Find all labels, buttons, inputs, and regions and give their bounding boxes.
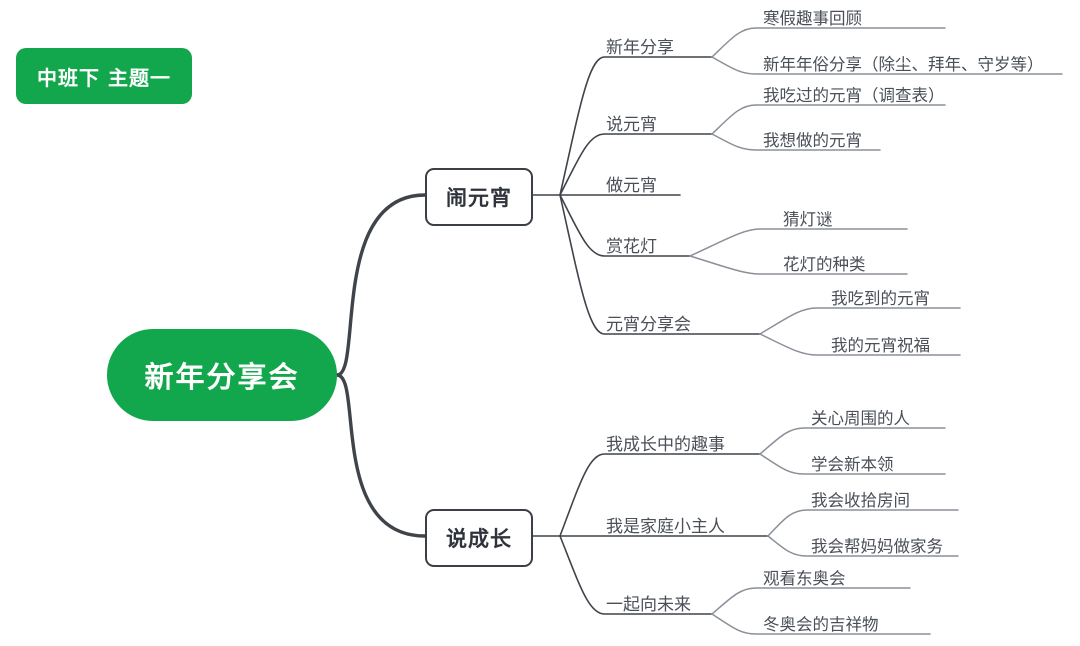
leaf-node-label: 学会新本领 bbox=[811, 455, 894, 474]
leaf-node[interactable]: 我吃过的元宵（调查表） bbox=[763, 82, 945, 106]
leaf-node-label: 新年年俗分享（除尘、拜年、守岁等） bbox=[763, 55, 1044, 74]
root-node[interactable]: 新年分享会 bbox=[107, 329, 337, 421]
connector-line bbox=[759, 307, 961, 335]
topic-node-label: 我成长中的趣事 bbox=[606, 435, 725, 455]
connector-line bbox=[335, 193, 427, 377]
topic-node-label: 说元宵 bbox=[606, 115, 657, 135]
subject-badge: 中班下 主题一 bbox=[16, 48, 192, 104]
leaf-node[interactable]: 冬奥会的吉祥物 bbox=[763, 611, 879, 635]
topic-node-label: 元宵分享会 bbox=[606, 315, 691, 335]
leaf-node[interactable]: 我会收拾房间 bbox=[811, 487, 910, 511]
leaf-node-label: 我会帮妈妈做家务 bbox=[811, 537, 943, 556]
leaf-node[interactable]: 学会新本领 bbox=[811, 451, 894, 475]
topic-node-label: 一起向未来 bbox=[606, 595, 691, 615]
topic-node[interactable]: 说元宵 bbox=[606, 110, 657, 135]
leaf-node[interactable]: 我想做的元宵 bbox=[763, 127, 862, 151]
leaf-node-label: 我吃过的元宵（调查表） bbox=[763, 86, 945, 105]
topic-node[interactable]: 新年分享 bbox=[606, 33, 674, 58]
leaf-node[interactable]: 新年年俗分享（除尘、拜年、守岁等） bbox=[763, 51, 1044, 75]
topic-node[interactable]: 我成长中的趣事 bbox=[606, 430, 725, 455]
leaf-node-label: 我想做的元宵 bbox=[763, 131, 862, 150]
topic-node-label: 新年分享 bbox=[606, 38, 674, 58]
topic-node-label: 做元宵 bbox=[606, 176, 657, 196]
leaf-node[interactable]: 猜灯谜 bbox=[783, 206, 833, 230]
leaf-node[interactable]: 花灯的种类 bbox=[783, 251, 866, 275]
leaf-node-label: 我会收拾房间 bbox=[811, 491, 910, 510]
leaf-node[interactable]: 关心周围的人 bbox=[811, 405, 910, 429]
branch-node-label: 闹元宵 bbox=[446, 186, 512, 210]
topic-node-label: 我是家庭小主人 bbox=[606, 517, 725, 537]
leaf-node[interactable]: 我的元宵祝福 bbox=[831, 332, 930, 356]
topic-node[interactable]: 我是家庭小主人 bbox=[606, 512, 725, 537]
leaf-node-label: 冬奥会的吉祥物 bbox=[763, 615, 879, 634]
leaf-node-label: 关心周围的人 bbox=[811, 409, 910, 428]
root-node-label: 新年分享会 bbox=[144, 360, 300, 394]
leaf-node-label: 观看东奥会 bbox=[763, 569, 846, 588]
connector-line bbox=[335, 373, 427, 538]
topic-node[interactable]: 元宵分享会 bbox=[606, 310, 691, 335]
branch-node[interactable]: 闹元宵 bbox=[425, 168, 533, 226]
leaf-node-label: 寒假趣事回顾 bbox=[763, 9, 862, 28]
leaf-node[interactable]: 寒假趣事回顾 bbox=[763, 5, 862, 29]
subject-badge-label: 中班下 主题一 bbox=[37, 65, 171, 90]
topic-node[interactable]: 做元宵 bbox=[606, 171, 657, 196]
leaf-node[interactable]: 观看东奥会 bbox=[763, 565, 846, 589]
leaf-node-label: 我吃到的元宵 bbox=[831, 289, 930, 308]
leaf-node[interactable]: 我会帮妈妈做家务 bbox=[811, 533, 943, 557]
leaf-node-label: 猜灯谜 bbox=[783, 210, 833, 229]
leaf-node[interactable]: 我吃到的元宵 bbox=[831, 285, 930, 309]
topic-node[interactable]: 赏花灯 bbox=[606, 232, 657, 257]
leaf-node-label: 花灯的种类 bbox=[783, 255, 866, 274]
leaf-node-label: 我的元宵祝福 bbox=[831, 336, 930, 355]
topic-node[interactable]: 一起向未来 bbox=[606, 590, 691, 615]
branch-node[interactable]: 说成长 bbox=[425, 509, 533, 567]
branch-node-label: 说成长 bbox=[446, 527, 512, 551]
topic-node-label: 赏花灯 bbox=[606, 237, 657, 257]
